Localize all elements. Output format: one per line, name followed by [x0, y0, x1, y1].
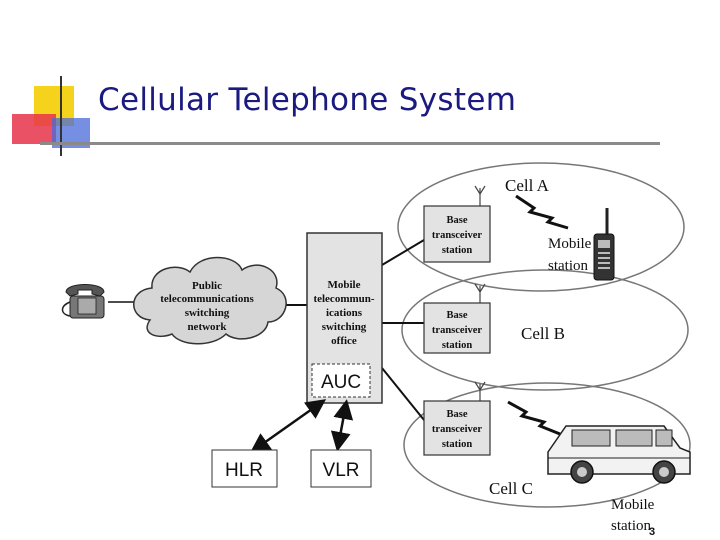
- bts-a-label-line-2: transceiver: [432, 230, 482, 241]
- slide-title: Cellular Telephone System: [98, 82, 517, 118]
- mobile-station-c-label-line-2: station: [611, 518, 651, 534]
- telephone-icon: [61, 284, 105, 319]
- bts-a-label-line-3: station: [442, 245, 472, 256]
- antenna-a-icon: [474, 185, 486, 196]
- bts-c-label-line-1: Base: [447, 409, 468, 420]
- page-number: 3: [649, 526, 655, 538]
- link-mtso-bts-a: [381, 239, 425, 266]
- bts-a-label-line-1: Base: [447, 215, 468, 226]
- bts-c: Base transceiver station: [423, 381, 491, 456]
- link-mtso-bts-c: [381, 367, 425, 421]
- network-label-line-1: Public: [192, 280, 222, 292]
- hlr-box: [211, 449, 278, 488]
- mtso-label-line-1: Mobile: [328, 279, 361, 291]
- antenna-c-icon: [474, 381, 486, 392]
- mtso-label-line-3: ications: [326, 307, 363, 319]
- title-accent-red-square: [12, 114, 56, 144]
- hlr-label: HLR: [225, 460, 263, 481]
- bts-b-label-line-3: station: [442, 340, 472, 351]
- cell-b-label: Cell B: [521, 324, 565, 343]
- bts-b: Base transceiver station: [423, 283, 491, 354]
- cell-b-ellipse: [401, 269, 689, 391]
- title-accent-vertical-line: [60, 76, 62, 156]
- vlr-label: VLR: [323, 460, 360, 481]
- bts-c-label-line-2: transceiver: [432, 424, 482, 435]
- bts-a: Base transceiver station: [423, 185, 491, 263]
- arrow-mtso-vlr: [330, 399, 354, 452]
- mtso-label-line-5: office: [331, 335, 357, 347]
- mobile-station-a-label-line-1: Mobile: [548, 236, 592, 252]
- auc-box: [311, 363, 371, 398]
- car-icon: [547, 425, 691, 484]
- title-divider: [40, 142, 660, 145]
- bts-c-label-line-3: station: [442, 439, 472, 450]
- network-label-line-3: switching: [185, 307, 230, 319]
- mobile-station-c-label-line-1: Mobile: [611, 497, 655, 513]
- cell-c-label: Cell C: [489, 479, 533, 498]
- auc-label: AUC: [321, 372, 361, 393]
- public-network-cloud: Public telecommunications switching netw…: [133, 256, 287, 345]
- vlr-box: [310, 449, 372, 488]
- radio-wave-a-icon: [515, 194, 569, 230]
- antenna-b-icon: [474, 283, 486, 294]
- cell-c-ellipse: [403, 382, 691, 508]
- mobile-station-a-label-line-2: station: [548, 258, 588, 274]
- radio-wave-c-icon: [507, 400, 561, 436]
- cell-a-ellipse: [397, 162, 685, 292]
- network-label-line-2: telecommunications: [160, 293, 254, 305]
- arrow-mtso-hlr: [249, 399, 327, 453]
- mtso-label-line-4: switching: [322, 321, 367, 333]
- mtso-label-line-2: telecommun-: [313, 293, 374, 305]
- network-label-line-4: network: [187, 321, 227, 333]
- cell-a-label: Cell A: [505, 176, 550, 195]
- bts-b-label-line-1: Base: [447, 310, 468, 321]
- bts-b-label-line-2: transceiver: [432, 325, 482, 336]
- mobile-phone-icon: [593, 208, 615, 281]
